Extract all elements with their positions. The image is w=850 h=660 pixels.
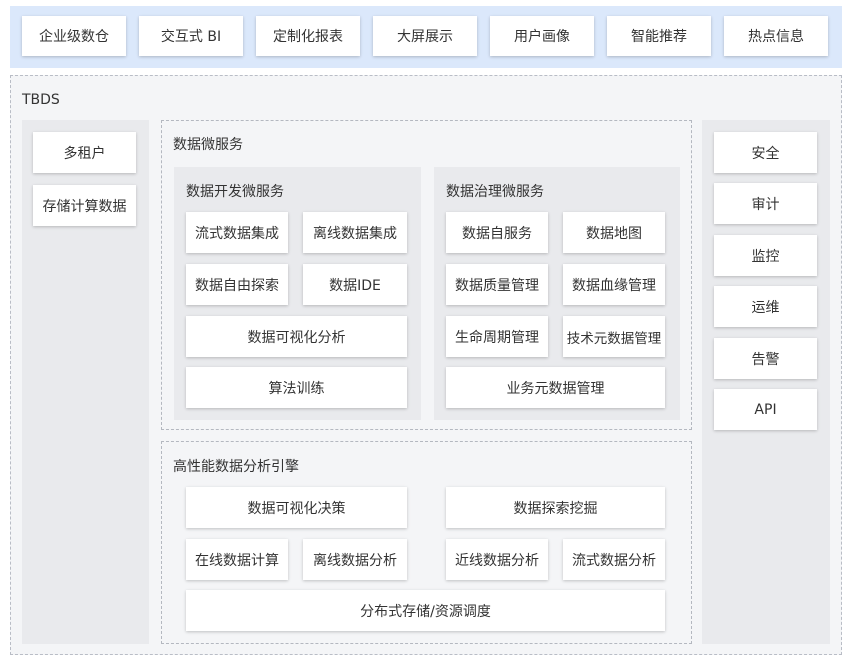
left-item-storage-compute[interactable]: 存储计算数据 [33, 185, 136, 226]
application-bar: 企业级数仓 交互式 BI 定制化报表 大屏展示 用户画像 智能推荐 热点信息 [10, 6, 842, 68]
engine-item-nearline-analysis[interactable]: 近线数据分析 [446, 539, 548, 580]
gov-item-lifecycle[interactable]: 生命周期管理 [446, 316, 548, 357]
dev-item-free-exploration[interactable]: 数据自由探索 [186, 264, 288, 305]
top-item-enterprise-dw[interactable]: 企业级数仓 [22, 16, 126, 56]
top-item-smart-recommend[interactable]: 智能推荐 [607, 16, 711, 56]
gov-item-business-metadata[interactable]: 业务元数据管理 [446, 367, 665, 408]
microservices-title: 数据微服务 [173, 137, 243, 153]
right-item-alert[interactable]: 告警 [714, 338, 817, 379]
dev-item-visual-analysis[interactable]: 数据可视化分析 [186, 316, 407, 357]
dev-item-data-ide[interactable]: 数据IDE [303, 264, 407, 305]
engine-item-distributed-storage[interactable]: 分布式存储/资源调度 [186, 590, 665, 631]
right-item-security[interactable]: 安全 [714, 132, 817, 173]
right-item-api[interactable]: API [714, 389, 817, 430]
top-item-big-screen[interactable]: 大屏展示 [373, 16, 477, 56]
right-item-ops[interactable]: 运维 [714, 286, 817, 327]
gov-item-self-service[interactable]: 数据自服务 [446, 212, 548, 253]
engine-item-offline-analysis[interactable]: 离线数据分析 [303, 539, 407, 580]
top-item-custom-report[interactable]: 定制化报表 [256, 16, 360, 56]
dev-item-offline-integration[interactable]: 离线数据集成 [303, 212, 407, 253]
gov-microservices-title: 数据治理微服务 [446, 184, 544, 200]
top-item-user-profile[interactable]: 用户画像 [490, 16, 594, 56]
platform-label: TBDS [22, 92, 60, 108]
top-item-hot-info[interactable]: 热点信息 [724, 16, 828, 56]
dev-item-algorithm-training[interactable]: 算法训练 [186, 367, 407, 408]
right-item-audit[interactable]: 审计 [714, 183, 817, 224]
engine-item-online-compute[interactable]: 在线数据计算 [186, 539, 288, 580]
gov-item-tech-metadata[interactable]: 技术元数据管理 [563, 316, 665, 357]
gov-item-lineage[interactable]: 数据血缘管理 [563, 264, 665, 305]
dev-microservices-title: 数据开发微服务 [186, 184, 284, 200]
top-item-interactive-bi[interactable]: 交互式 BI [139, 16, 243, 56]
engine-item-stream-analysis[interactable]: 流式数据分析 [563, 539, 665, 580]
engine-title: 高性能数据分析引擎 [173, 459, 299, 475]
gov-item-quality[interactable]: 数据质量管理 [446, 264, 548, 305]
engine-item-visual-decision[interactable]: 数据可视化决策 [186, 487, 407, 528]
right-item-monitor[interactable]: 监控 [714, 235, 817, 276]
left-item-multi-tenant[interactable]: 多租户 [33, 132, 136, 173]
dev-item-stream-integration[interactable]: 流式数据集成 [186, 212, 288, 253]
gov-item-data-map[interactable]: 数据地图 [563, 212, 665, 253]
engine-item-data-mining[interactable]: 数据探索挖掘 [446, 487, 665, 528]
